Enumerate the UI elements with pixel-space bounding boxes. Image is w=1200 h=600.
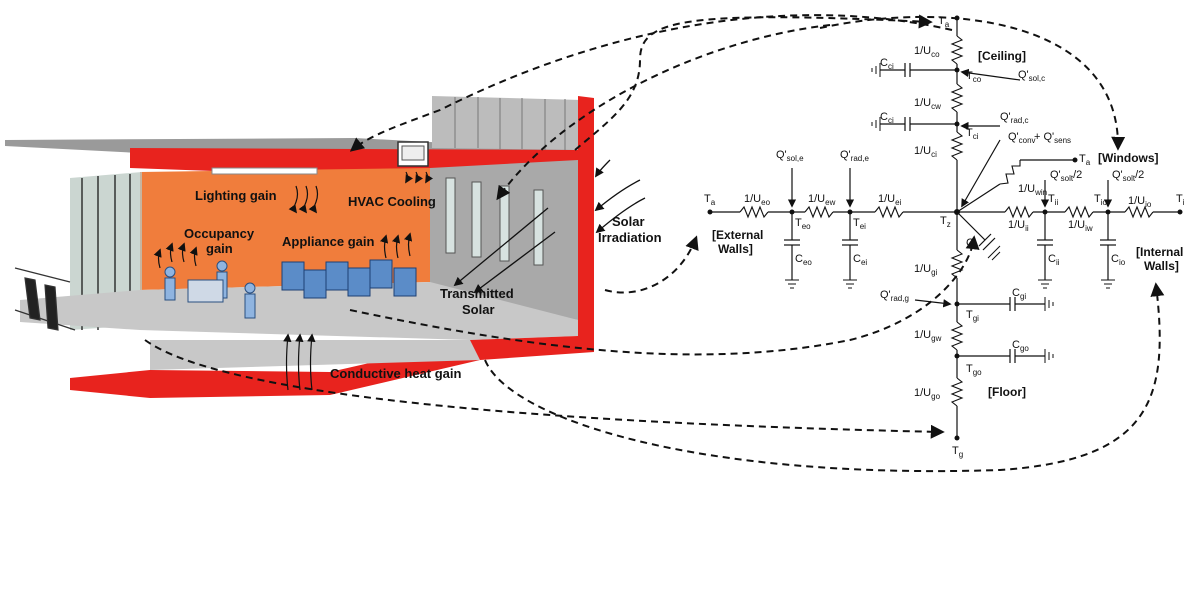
circuit-label-q-rad-g: Q'rad,g (880, 289, 909, 303)
rc-circuit: [Ceiling] [Windows] [Floor] [External Wa… (704, 15, 1185, 459)
circuit-label-u-cw: 1/Ucw (914, 97, 941, 111)
resistor-u-gi (950, 249, 964, 279)
circuit-label-c-ci-2: Cci (880, 111, 894, 125)
resistor-u-co (950, 35, 964, 65)
circuit-label-c-ci-1: Cci (880, 57, 894, 71)
circuit-label-q-plus: + Q'sens (1034, 131, 1071, 145)
floor (20, 282, 578, 340)
label-lighting-gain: Lighting gain (195, 188, 277, 203)
circuit-label-q-conv: Q'conv (1008, 131, 1036, 145)
circuit-label-q-sol-e: Q'sol,e (776, 149, 804, 163)
circuit-label-q-rad-c: Q'rad,c (1000, 111, 1028, 125)
circuit-label-ta-left: Ta (704, 193, 716, 207)
section-windows: [Windows] (1098, 151, 1159, 165)
circuit-label-c-ii: Cii (1048, 253, 1060, 267)
label-occupancy-2: gain (206, 241, 233, 256)
circuit-label-q-rad-e: Q'rad,e (840, 149, 869, 163)
circuit-label-ta-win: Ta (1079, 153, 1091, 167)
heat-arrows (153, 171, 434, 391)
section-external-2: Walls] (718, 242, 753, 256)
circuit-label-ta-top: Ta (938, 15, 950, 29)
label-solar-irr-2: Irradiation (598, 230, 662, 245)
circuit-label-u-io: 1/Uio (1128, 195, 1152, 209)
light-fixture (211, 167, 318, 175)
circuit-label-u-gi: 1/Ugi (914, 263, 938, 277)
circuit-label-u-go: 1/Ugo (914, 387, 941, 401)
hvac-unit (397, 141, 429, 167)
circuit-label-c-ei: Cei (853, 253, 867, 267)
circuit-label-t-eo: Teo (795, 217, 811, 231)
glass-wall (70, 172, 142, 330)
circuit-label-u-ew: 1/Uew (808, 193, 836, 207)
circuit-label-t-i: Ti (1176, 193, 1185, 207)
label-transmitted-2: Solar (462, 302, 495, 317)
outer-wall (578, 96, 594, 352)
circuit-label-c-eo: Ceo (795, 253, 812, 267)
circuit-label-t-ei: Tei (853, 217, 866, 231)
circuit-label-q-solt-2: Q'solt/2 (1112, 169, 1144, 183)
resistor-u-ei (874, 205, 904, 219)
circuit-label-u-eo: 1/Ueo (744, 193, 771, 207)
resistor-u-ci (950, 131, 964, 161)
resistor-u-cw (950, 83, 964, 113)
transmitted-arrows (453, 207, 556, 294)
circuit-label-u-win: 1/Uwin (1018, 183, 1047, 197)
resistor-u-ii (1004, 205, 1034, 219)
circuit-label-q-sol-c: Q'sol,c (1018, 69, 1045, 83)
label-conductive: Conductive heat gain (330, 366, 462, 381)
circuit-label-c-io: Cio (1111, 253, 1126, 267)
circuit-label-u-ci: 1/Uci (914, 145, 937, 159)
label-solar-irr-1: Solar (612, 214, 645, 229)
circuit-label-t-ii: Tii (1048, 193, 1059, 207)
circuit-label-q-solt-1: Q'solt/2 (1050, 169, 1082, 183)
section-external-1: [External (712, 228, 763, 242)
circuit-label-u-gw: 1/Ugw (914, 329, 942, 343)
resistor-u-iw (1064, 205, 1094, 219)
resistor-u-io (1124, 205, 1154, 219)
label-appliance-gain: Appliance gain (282, 234, 375, 249)
occupants (164, 260, 256, 319)
section-internal-2: Walls] (1144, 259, 1179, 273)
resistor-u-go (950, 377, 964, 407)
circuit-label-t-ci: Tci (966, 127, 979, 141)
circuit-label-c-z: Cz (966, 237, 978, 251)
circuit-label-t-z: Tz (940, 215, 951, 229)
resistor-u-gw (950, 321, 964, 351)
circuit-label-t-go: Tgo (966, 363, 982, 377)
circuit-label-u-iw: 1/Uiw (1068, 219, 1093, 233)
section-floor: [Floor] (988, 385, 1026, 399)
section-internal-1: [Internal (1136, 245, 1183, 259)
appliance-servers (281, 259, 417, 299)
circuit-label-u-ii: 1/Uii (1008, 219, 1029, 233)
circuit-label-t-io: Tio (1094, 193, 1108, 207)
resistor-u-win (999, 160, 1021, 185)
balcony (14, 267, 76, 331)
section-ceiling: [Ceiling] (978, 49, 1026, 63)
circuit-label-u-ei: 1/Uei (878, 193, 902, 207)
resistor-u-ew (804, 205, 834, 219)
label-occupancy-1: Occupancy (184, 226, 255, 241)
label-transmitted-1: Transmitted (440, 286, 514, 301)
circuit-label-t-gi: Tgi (966, 309, 979, 323)
room-illustration: Lighting gain HVAC Cooling Occupancy gai… (5, 96, 662, 398)
circuit-label-t-co: Tco (966, 70, 982, 84)
circuit-label-t-g: Tg (952, 445, 963, 459)
resistor-u-eo (739, 205, 769, 219)
circuit-label-c-gi: Cgi (1012, 287, 1026, 301)
circuit-label-u-co: 1/Uco (914, 45, 940, 59)
label-hvac-cooling: HVAC Cooling (348, 194, 436, 209)
correspondence-arrows (144, 14, 1165, 473)
solar-arrows (594, 159, 646, 234)
circuit-label-c-go: Cgo (1012, 339, 1029, 353)
back-wall (140, 168, 430, 290)
